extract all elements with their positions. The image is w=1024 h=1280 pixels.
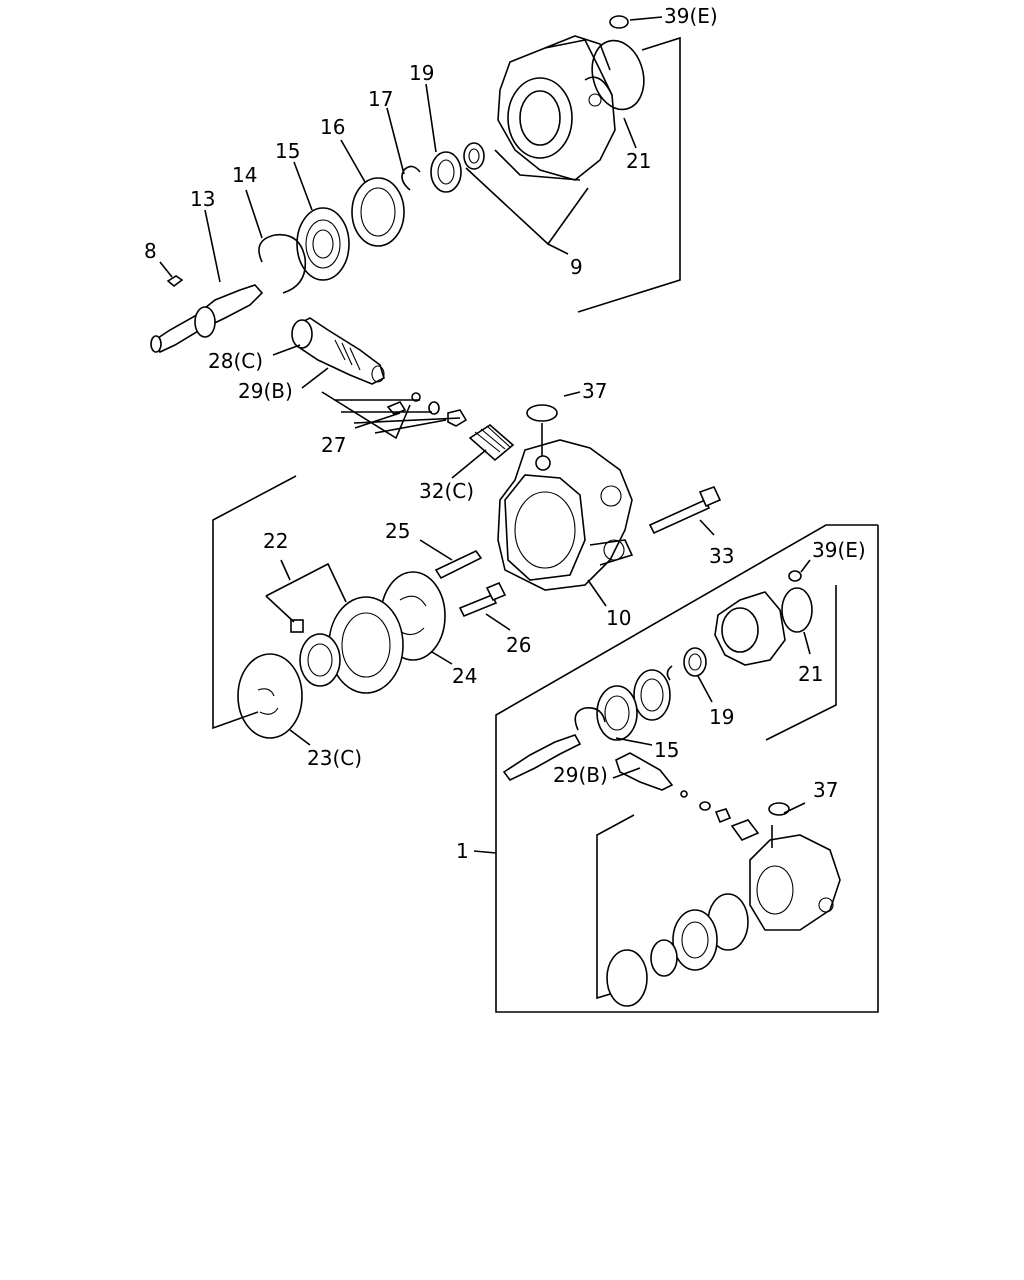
label-37-top: 37 xyxy=(582,379,607,403)
label-25: 25 xyxy=(385,519,410,543)
label-13: 13 xyxy=(190,187,215,211)
o-ring-37-top xyxy=(526,404,558,422)
bracket-lower-right xyxy=(765,585,837,741)
label-9: 9 xyxy=(570,255,583,279)
label-37-low: 37 xyxy=(813,778,838,802)
label-29b-low: 29(B) xyxy=(553,763,608,787)
snap-ring-14 xyxy=(258,233,307,294)
label-15-top: 15 xyxy=(275,139,300,163)
label-39e-low: 39(E) xyxy=(812,538,866,562)
label-14: 14 xyxy=(232,163,257,187)
rear-housing-top xyxy=(494,35,616,181)
rotor-vanes xyxy=(299,633,341,687)
washer-16 xyxy=(351,177,405,247)
label-1: 1 xyxy=(456,839,469,863)
label-22: 22 xyxy=(263,529,288,553)
bracket-left xyxy=(212,475,297,730)
vane xyxy=(290,619,304,633)
bolt-33 xyxy=(648,486,722,535)
label-19-top: 19 xyxy=(409,61,434,85)
label-39e-top: 39(E) xyxy=(664,4,718,28)
cam-ring-22 xyxy=(328,596,404,694)
o-ring-37-low xyxy=(768,802,790,816)
front-housing-10 xyxy=(497,439,634,591)
pin-25 xyxy=(434,549,483,580)
snap-ring-17 xyxy=(401,165,421,191)
shaft-13 xyxy=(150,284,264,354)
o-ring-39e-low xyxy=(788,570,802,582)
snap-ring-low xyxy=(574,706,606,731)
bearing-19-top xyxy=(430,142,485,193)
rear-housing-low xyxy=(714,587,813,666)
spring-32c xyxy=(468,424,515,462)
leader-lines xyxy=(159,16,811,854)
label-17: 17 xyxy=(368,87,393,111)
label-26: 26 xyxy=(506,633,531,657)
label-28c: 28(C) xyxy=(208,349,263,373)
bearing-15-low xyxy=(596,685,638,741)
label-21-top: 21 xyxy=(626,149,651,173)
bracket-top-assembly xyxy=(577,36,681,313)
label-23c: 23(C) xyxy=(307,746,362,770)
label-19-low: 19 xyxy=(709,705,734,729)
bearing-15-top xyxy=(296,207,350,281)
front-housing-low xyxy=(749,834,841,931)
label-24: 24 xyxy=(452,664,477,688)
shaft-low xyxy=(502,734,582,782)
assembly-1-frame xyxy=(495,524,879,1013)
small-parts-low xyxy=(680,790,760,841)
label-29b-top: 29(B) xyxy=(238,379,293,403)
o-ring-39e-top xyxy=(609,15,629,29)
washer-low xyxy=(633,669,671,721)
pump-cartridge-low xyxy=(606,893,749,1007)
callout-labels: 39(E) 21 9 19 17 16 15 14 13 8 28(C) 29(… xyxy=(144,4,866,863)
key-8 xyxy=(166,275,184,288)
label-16: 16 xyxy=(320,115,345,139)
label-10: 10 xyxy=(606,606,631,630)
label-32c: 32(C) xyxy=(419,479,474,503)
label-8: 8 xyxy=(144,239,157,263)
label-33: 33 xyxy=(709,544,734,568)
relief-valve-29b xyxy=(291,317,385,385)
side-plate-23c xyxy=(237,653,303,739)
bearing-19-low xyxy=(666,647,707,681)
label-15-low: 15 xyxy=(654,738,679,762)
o-ring-21-top xyxy=(591,39,645,111)
label-21-low: 21 xyxy=(798,662,823,686)
bolt-26 xyxy=(458,581,507,618)
label-27: 27 xyxy=(321,433,346,457)
